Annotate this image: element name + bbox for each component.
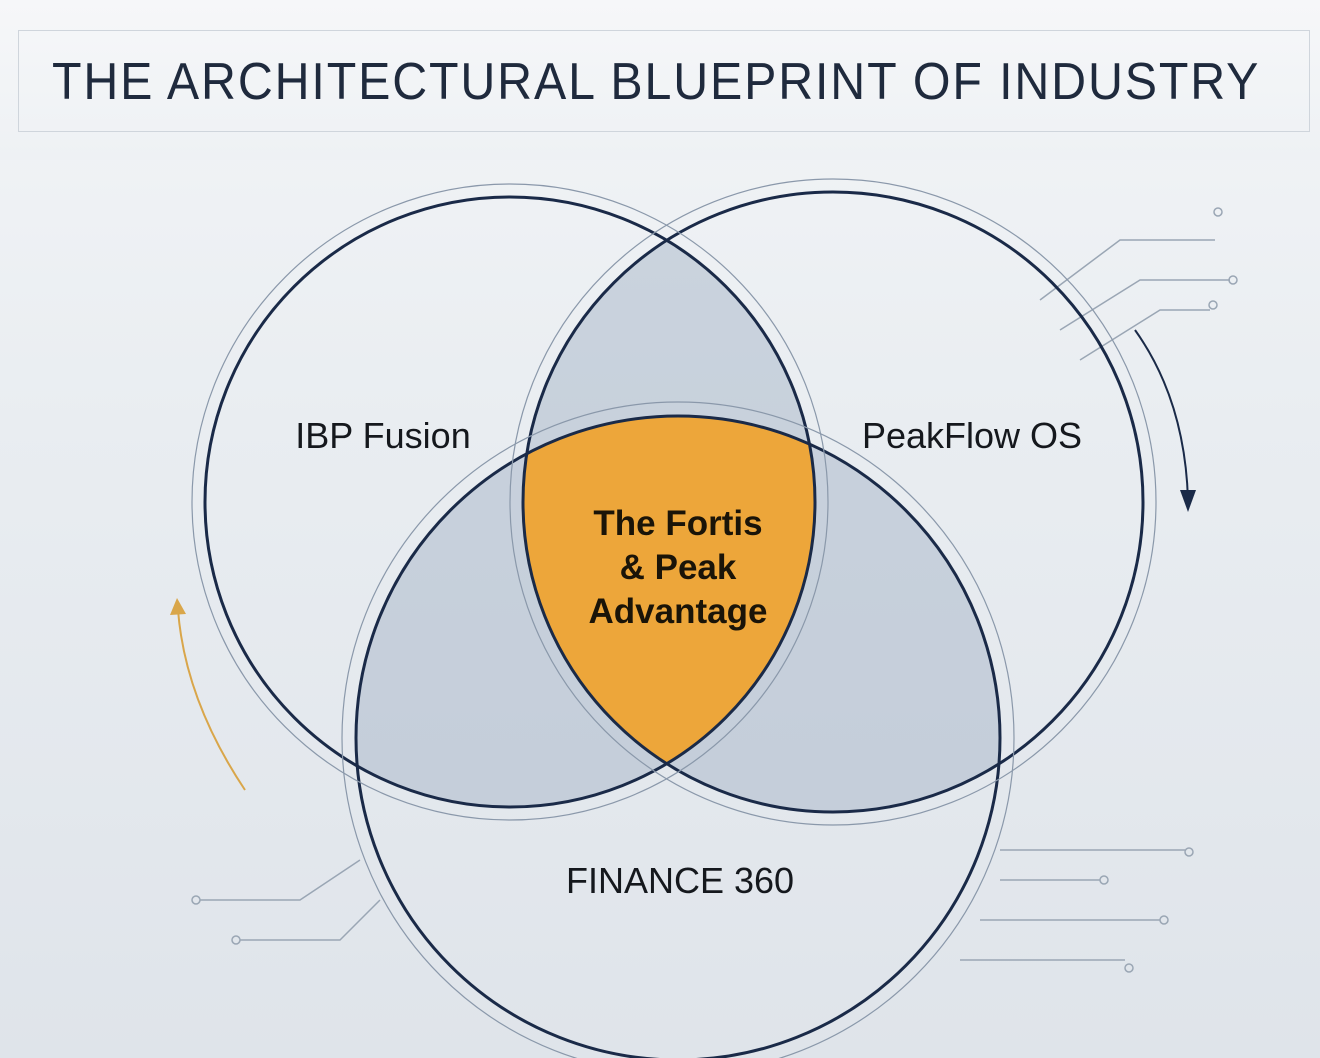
center-line-1: The Fortis — [593, 504, 763, 543]
circle-peakflow-os — [521, 190, 1145, 814]
page-title: THE ARCHITECTURAL BLUEPRINT OF INDUSTRY — [52, 53, 1261, 111]
arrow-icon — [177, 609, 246, 791]
label-ibp-fusion: IBP Fusion — [295, 415, 471, 456]
label-peakflow-os: PeakFlow OS — [861, 415, 1083, 456]
title-bar: THE ARCHITECTURAL BLUEPRINT OF INDUSTRY — [0, 0, 1320, 160]
circle-finance-360 — [354, 414, 1002, 1058]
center-line-2: & Peak — [619, 548, 737, 587]
title-frame — [18, 30, 1310, 132]
circle-ibp-fusion — [203, 195, 817, 809]
label-finance-360: FINANCE 360 — [565, 860, 795, 901]
circuit-decoration — [191, 207, 1238, 973]
center-line-3: Advantage — [588, 592, 768, 631]
arrow-icon — [1134, 329, 1189, 501]
center-intersection — [523, 416, 815, 807]
center-label: The Fortis & Peak Advantage — [589, 502, 768, 634]
